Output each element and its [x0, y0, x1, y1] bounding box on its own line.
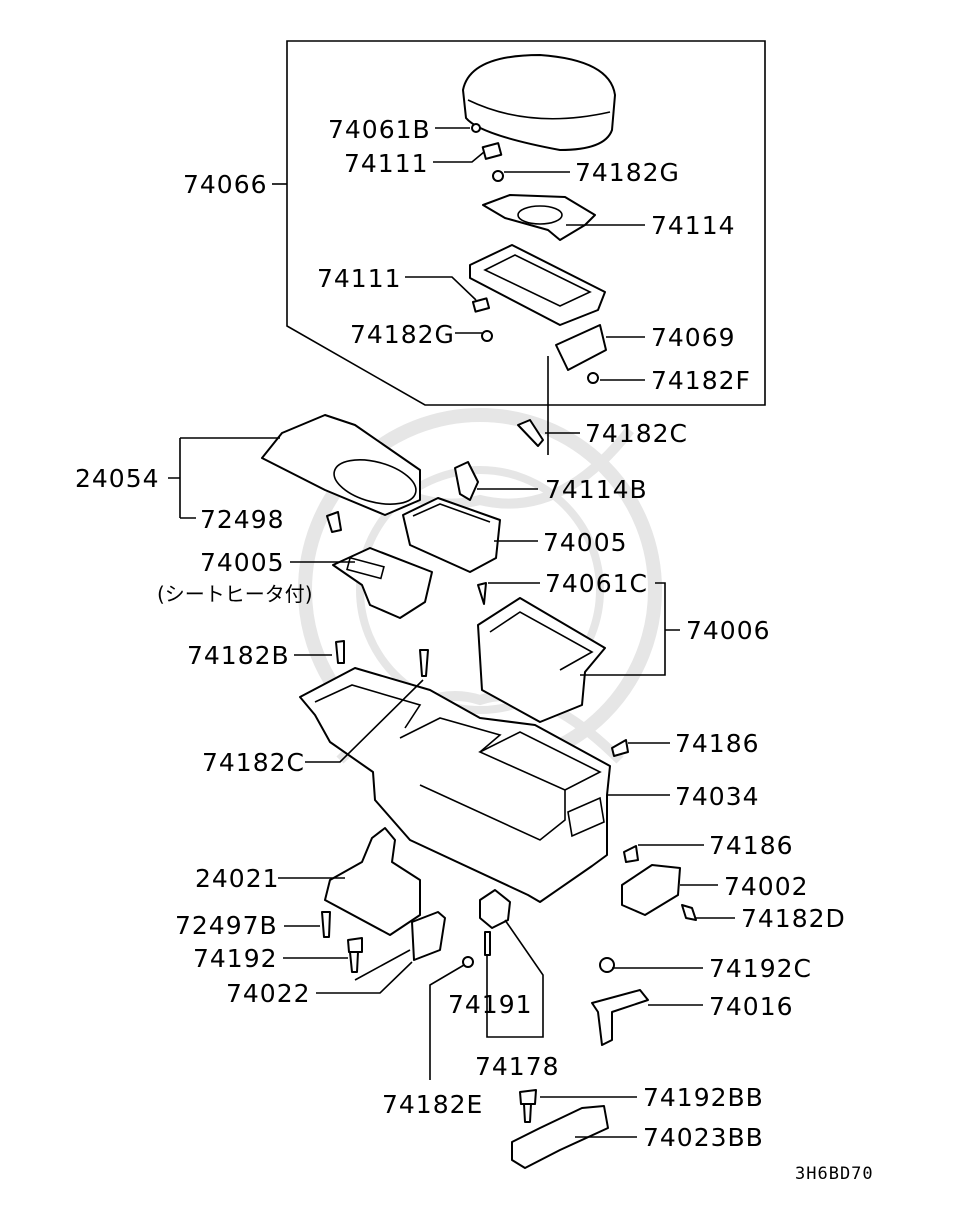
- bracket-74022: [411, 911, 446, 961]
- label-74178: 74178: [475, 1052, 560, 1081]
- label-74069: 74069: [651, 323, 736, 352]
- label-74182G: 74182G: [575, 158, 680, 187]
- shift-boot: [324, 827, 421, 936]
- label-74002: 74002: [724, 872, 809, 901]
- label-74192BB: 74192BB: [643, 1083, 764, 1112]
- label-74034: 74034: [675, 782, 760, 811]
- storage-bin-heater: [332, 547, 433, 619]
- cup-holder-plate: [482, 194, 596, 241]
- label-74182C: 74182C: [585, 419, 688, 448]
- shift-panel: [261, 414, 421, 516]
- label-74192: 74192: [193, 944, 278, 973]
- label-74023BB: 74023BB: [643, 1123, 764, 1152]
- label-74005: 74005: [200, 548, 285, 577]
- label-74111: 74111: [317, 264, 402, 293]
- bracket-74023BB: [511, 1105, 609, 1169]
- label-74114B: 74114B: [545, 475, 648, 504]
- label-74005: 74005: [543, 528, 628, 557]
- label-74061C: 74061C: [545, 569, 648, 598]
- bracket-74178: [479, 889, 511, 929]
- bracket-74016: [591, 989, 649, 1046]
- label-74022: 74022: [226, 979, 311, 1008]
- label-74182F: 74182F: [651, 366, 751, 395]
- label-74061B: 74061B: [328, 115, 431, 144]
- console-box-inner: [477, 597, 606, 723]
- label-74111: 74111: [344, 149, 429, 178]
- label-74182G: 74182G: [350, 320, 455, 349]
- label-72498: 72498: [200, 505, 285, 534]
- storage-bin-upper: [402, 497, 501, 573]
- label-74192C: 74192C: [709, 954, 812, 983]
- label-74182B: 74182B: [187, 641, 290, 670]
- label-24021: 24021: [195, 864, 280, 893]
- ashtray: [621, 864, 681, 916]
- diagram-code: 3H6BD70: [795, 1164, 874, 1184]
- label-74186: 74186: [709, 831, 794, 860]
- label-74182D: 74182D: [741, 904, 846, 933]
- label-74066: 74066: [183, 170, 268, 199]
- assembly-box-74066: [286, 40, 766, 406]
- hinge-bracket: [555, 324, 607, 371]
- floor-console: [299, 667, 611, 903]
- label-74182E: 74182E: [382, 1090, 484, 1119]
- armrest-tray: [469, 244, 606, 326]
- label-74191: 74191: [448, 990, 533, 1019]
- label-74016: 74016: [709, 992, 794, 1021]
- leader-lines: [168, 127, 735, 1138]
- note-seat-heater: (シートヒータ付): [157, 582, 313, 606]
- label-74114: 74114: [651, 211, 736, 240]
- armrest-lid: [462, 54, 616, 151]
- label-74006: 74006: [686, 616, 771, 645]
- label-72497B: 72497B: [175, 911, 278, 940]
- label-74182C: 74182C: [202, 748, 305, 777]
- label-24054: 24054: [75, 464, 160, 493]
- label-74186: 74186: [675, 729, 760, 758]
